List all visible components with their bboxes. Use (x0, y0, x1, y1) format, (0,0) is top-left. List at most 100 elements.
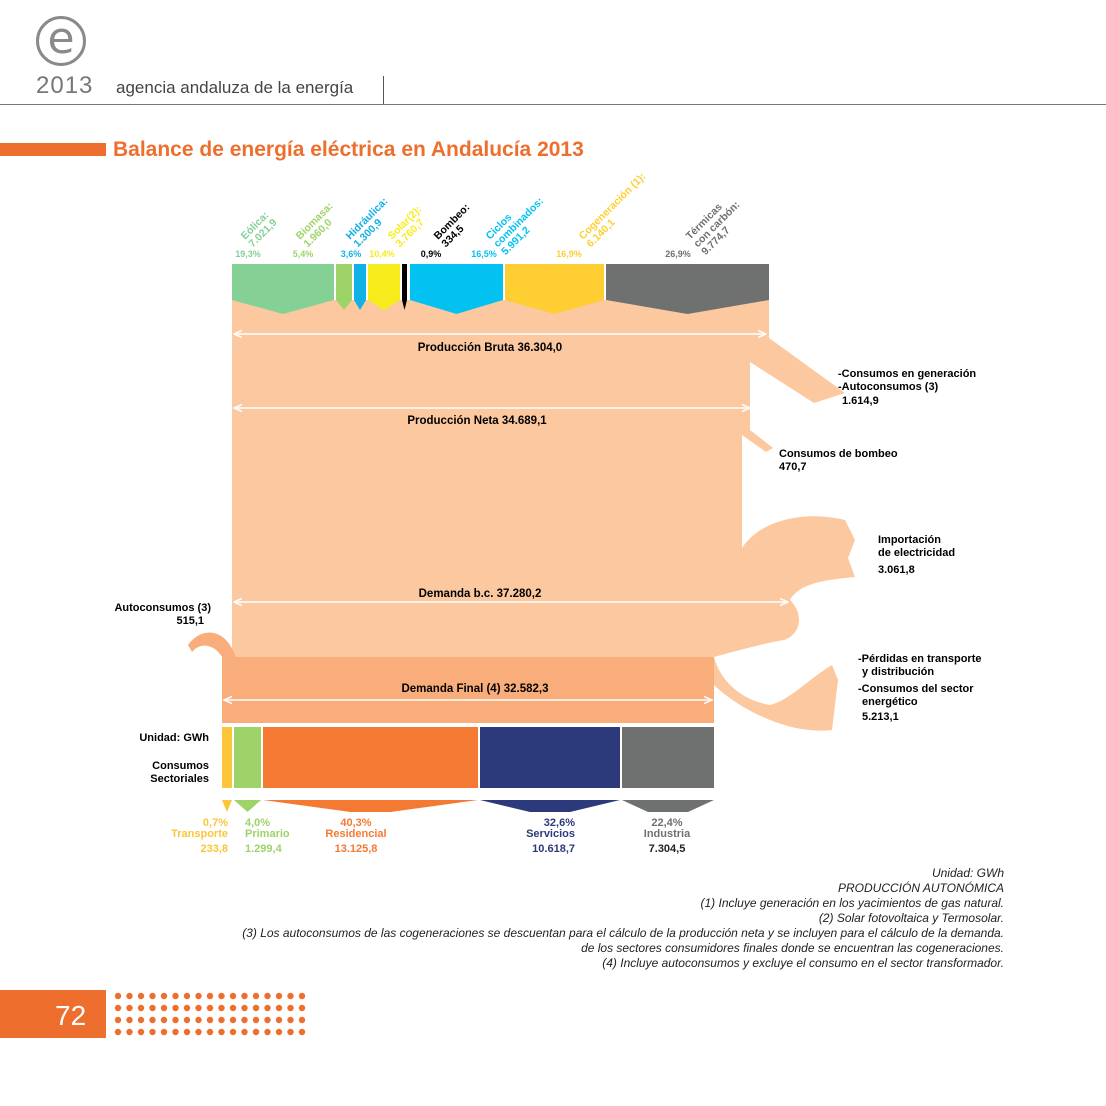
source-pct-4: 0,9% (421, 249, 442, 259)
dot (252, 1004, 260, 1012)
dot (126, 1028, 133, 1036)
source-bar-7 (606, 264, 769, 314)
dot (298, 992, 306, 1000)
dot (264, 1016, 271, 1024)
source-label-3: Solar(2):3.760,7 (386, 204, 432, 250)
dot (206, 1028, 214, 1036)
sector-pct-1: 4,0% (245, 817, 270, 829)
dot (218, 1004, 225, 1012)
dot (241, 992, 248, 1000)
demanda-final-band (222, 657, 714, 723)
production-flow-shape (232, 300, 855, 657)
importacion-line1: Importación (878, 534, 941, 546)
page-number-box (0, 990, 106, 1038)
sector-arrow-3 (480, 800, 620, 812)
sector-pct-2: 40,3% (340, 817, 371, 829)
autoconsumos-flow-shape (188, 632, 236, 660)
dot (183, 1004, 191, 1012)
sector-bar-4 (622, 727, 714, 788)
demanda-final-label: Demanda Final (4) 32.582,3 (401, 683, 548, 695)
dot (206, 1004, 214, 1012)
consumos-line2: Sectoriales (150, 773, 209, 785)
dot (149, 1004, 156, 1012)
sector-value-0: 233,8 (200, 843, 228, 855)
consumos-generacion-line2: -Autoconsumos (3) (838, 381, 939, 393)
dot (252, 1016, 260, 1024)
page-number: 72 (55, 1000, 87, 1031)
source-percentages: 19,3%5,4%3,6%10,4%0,9%16,5%16,9%26,9% (235, 249, 691, 259)
sector-pct-0: 0,7% (203, 817, 228, 829)
sector-arrow-0 (222, 800, 232, 812)
dot (195, 1028, 202, 1036)
source-label-5: Cicloscombinados:5.991,2 (484, 187, 554, 257)
sector-label-2: Residencial (325, 828, 386, 840)
decorative-dots (114, 992, 306, 1036)
dot (183, 992, 191, 1000)
footnotes: Unidad: GWh PRODUCCIÓN AUTONÓMICA (1) In… (242, 866, 1004, 971)
dot (298, 1028, 306, 1036)
dot (172, 1028, 179, 1036)
sector-bars (222, 727, 714, 812)
sector-bar-2 (263, 727, 478, 788)
dot (172, 992, 179, 1000)
dot (287, 1028, 294, 1036)
header-rule (0, 104, 1106, 105)
produccion-bruta-label: Producción Bruta 36.304,0 (418, 342, 562, 354)
side-labels: -Consumos en generación -Autoconsumos (3… (114, 368, 981, 785)
note-1: (1) Incluye generación en los yacimiento… (700, 896, 1004, 910)
dot (275, 992, 283, 1000)
dot (114, 992, 122, 1000)
dot (264, 1028, 271, 1036)
perdidas-line2: y distribución (862, 666, 934, 678)
source-bar-3 (368, 264, 400, 310)
bombeo-label: Consumos de bombeo (779, 448, 898, 460)
source-label-1: Biomasa:1.960,0 (294, 200, 344, 250)
losses-flow-shape (714, 657, 838, 731)
dot (252, 992, 260, 1000)
produccion-neta-label: Producción Neta 34.689,1 (407, 415, 547, 427)
dot (137, 1016, 145, 1024)
sector-value-4: 7.304,5 (649, 843, 686, 855)
consumos-line1: Consumos (152, 760, 209, 772)
sector-value-3: 10.618,7 (532, 843, 575, 855)
sector-label-3: Servicios (526, 828, 575, 840)
sector-label-0: Transporte (171, 828, 228, 840)
source-pct-5: 16,5% (471, 249, 497, 259)
dot (229, 1016, 237, 1024)
bombeo-value: 470,7 (779, 461, 807, 473)
dot (287, 1016, 294, 1024)
sector-bar-3 (480, 727, 620, 788)
logo-e-icon: e (36, 16, 86, 66)
sector-label-4: Industria (644, 828, 691, 840)
dot (126, 992, 133, 1000)
dot (195, 1004, 202, 1012)
dot (126, 1016, 133, 1024)
dot (195, 1016, 202, 1024)
source-pct-3: 10,4% (369, 249, 395, 259)
note-3: (3) Los autoconsumos de las cogeneracion… (242, 926, 1004, 940)
note-4: (4) Incluye autoconsumos y excluye el co… (602, 956, 1004, 970)
source-bar-2 (354, 264, 366, 310)
dot (172, 1004, 179, 1012)
source-bar-4 (402, 264, 407, 310)
note-unit: Unidad: GWh (931, 866, 1004, 880)
dot (264, 1004, 271, 1012)
perdidas-line4: energético (862, 696, 918, 708)
dot (137, 1004, 145, 1012)
sector-labels: 0,7%Transporte233,84,0%Primario1.299,440… (171, 817, 691, 855)
source-label-2: Hidráulica:1.300,9 (344, 195, 399, 250)
source-bar-6 (505, 264, 604, 314)
dot (229, 992, 237, 1000)
dot (172, 1016, 179, 1024)
dot (160, 1028, 168, 1036)
perdidas-line3: -Consumos del sector (858, 683, 974, 695)
dot (114, 1016, 122, 1024)
source-pct-2: 3,6% (341, 249, 362, 259)
header-year: 2013 (36, 72, 94, 99)
dot (275, 1016, 283, 1024)
dot (149, 1016, 156, 1024)
autoconsumos-value: 515,1 (176, 615, 204, 627)
source-bar-1 (336, 264, 352, 310)
source-pct-0: 19,3% (235, 249, 261, 259)
